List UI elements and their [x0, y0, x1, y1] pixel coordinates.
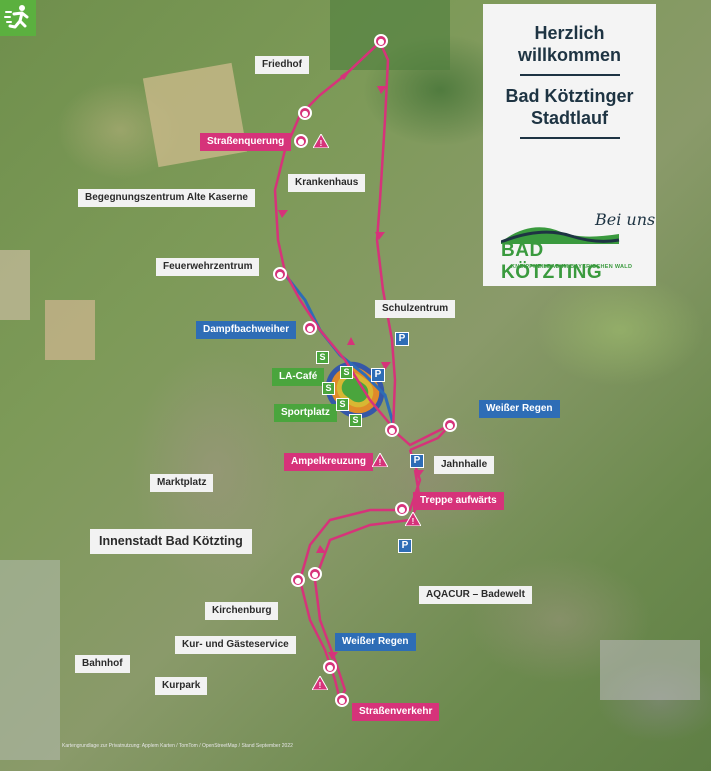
field-patch	[600, 640, 700, 700]
person-pin-icon: ●	[308, 567, 322, 581]
label-weisser-regen-north: Weißer Regen	[479, 400, 560, 418]
title-line-2: Stadtlauf	[530, 108, 608, 128]
map-credit: Kartengrundlage zur Privatnutzung: Apple…	[62, 743, 293, 749]
runner-icon	[0, 0, 36, 36]
logo-hills-icon	[501, 227, 620, 244]
label-kirchenburg: Kirchenburg	[205, 602, 279, 620]
field-patch	[0, 250, 30, 320]
parking-icon: P	[371, 368, 385, 382]
field-patch	[0, 560, 60, 760]
label-jahnhalle: Jahnhalle	[434, 456, 495, 474]
label-strassenquerung: Straßenquerung	[200, 133, 292, 151]
label-ampelkreuzung: Ampelkreuzung	[284, 453, 374, 471]
sport-icon: S	[322, 382, 335, 395]
label-kurservice: Kur- und Gästeservice	[175, 636, 296, 654]
person-pin-icon: ●	[385, 423, 399, 437]
logo-name: BAD KÖTZTING	[501, 240, 603, 283]
route-arrows	[278, 68, 424, 660]
sport-icon: S	[340, 366, 353, 379]
label-innenstadt: Innenstadt Bad Kötzting	[90, 529, 252, 554]
svg-text:!: !	[412, 517, 415, 526]
route-south-loop	[298, 449, 422, 704]
person-pin-icon: ●	[374, 34, 388, 48]
warning-icon: !	[372, 453, 388, 467]
parking-icon: P	[410, 454, 424, 468]
field-patch	[330, 0, 450, 70]
label-dampfbachweiher: Dampfbachweiher	[196, 321, 297, 339]
sport-icon: S	[336, 398, 349, 411]
person-pin-icon: ●	[303, 321, 317, 335]
label-krankenhaus: Krankenhaus	[288, 174, 366, 192]
label-aqacur: AQACUR – Badewelt	[419, 586, 532, 604]
route-north-loop	[273, 39, 397, 431]
person-pin-icon: ●	[323, 660, 337, 674]
label-strassenverkehr: Straßenverkehr	[352, 703, 440, 721]
svg-text:!: !	[319, 681, 322, 690]
field-patch	[45, 300, 95, 360]
warning-icon: !	[312, 676, 328, 690]
label-schulzentrum: Schulzentrum	[375, 300, 456, 318]
person-pin-icon: ●	[294, 134, 308, 148]
welcome-line-2: willkommen	[517, 45, 622, 65]
divider	[519, 137, 620, 139]
route-east-spur	[392, 423, 451, 452]
person-pin-icon: ●	[395, 502, 409, 516]
sport-icon: S	[316, 351, 329, 364]
svg-text:!: !	[379, 458, 382, 467]
label-weisser-regen-south: Weißer Regen	[335, 633, 416, 651]
label-sportplatz: Sportplatz	[274, 404, 337, 422]
welcome-panel: Herzlich willkommen Bad Kötztinger Stadt…	[483, 4, 656, 286]
person-pin-icon: ●	[335, 693, 349, 707]
label-marktplatz: Marktplatz	[150, 474, 214, 492]
label-begegnungszentrum: Begegnungszentrum Alte Kaserne	[78, 189, 255, 207]
title-line-1: Bad Kötztinger	[505, 86, 634, 106]
parking-icon: P	[398, 539, 412, 553]
parking-icon: P	[395, 332, 409, 346]
sport-icon: S	[349, 414, 362, 427]
label-kurpark: Kurpark	[155, 677, 208, 695]
label-feuerwehrzentrum: Feuerwehrzentrum	[156, 258, 260, 276]
label-friedhof: Friedhof	[255, 56, 309, 74]
welcome-line-1: Herzlich	[534, 23, 605, 43]
warning-icon: !	[313, 134, 329, 148]
warning-icon: !	[405, 512, 421, 526]
person-pin-icon: ●	[273, 267, 287, 281]
label-bahnhof: Bahnhof	[75, 655, 130, 673]
person-pin-icon: ●	[443, 418, 457, 432]
divider	[519, 74, 620, 76]
logo-script: Bei uns	[595, 210, 656, 229]
svg-text:!: !	[320, 139, 323, 148]
person-pin-icon: ●	[298, 106, 312, 120]
label-la-cafe: LA-Café	[272, 368, 325, 386]
label-treppe: Treppe aufwärts	[413, 492, 504, 510]
person-pin-icon: ●	[291, 573, 305, 587]
logo-tagline: KNEIPPHEILBAD IM BAYERISCHEN WALD	[511, 264, 633, 270]
